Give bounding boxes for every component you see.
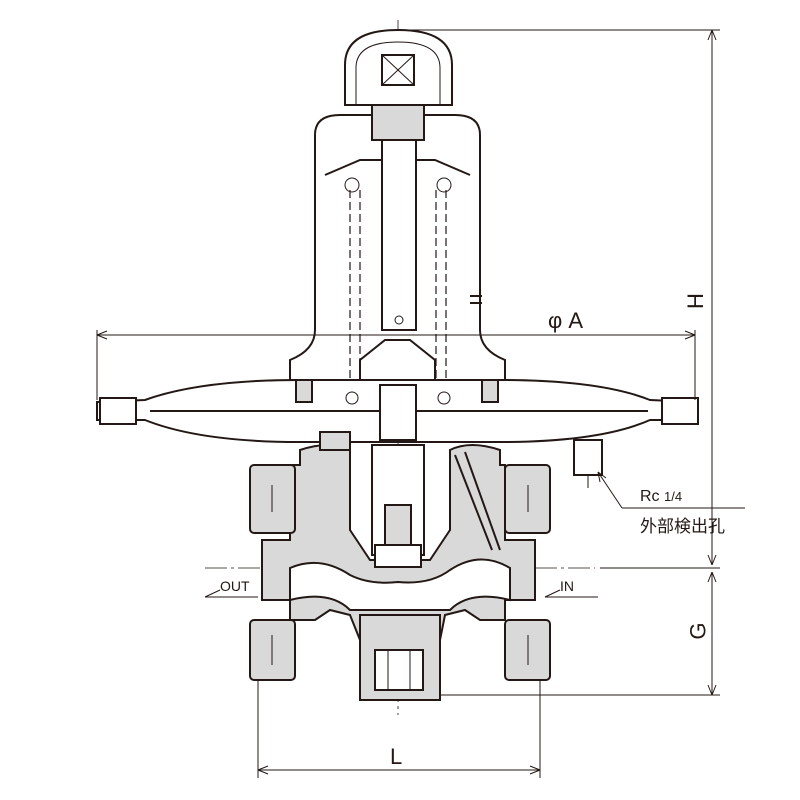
outlet-label: OUT (220, 578, 250, 594)
dim-phi-a-label: φ A (548, 308, 584, 333)
thread-size: 1/4 (664, 489, 683, 504)
sensing-port-thread: Rc 1/4 (640, 488, 682, 506)
dim-g-label: G (685, 622, 711, 640)
case-bolt-right (661, 397, 699, 425)
spring-bonnet (289, 99, 506, 441)
sensing-port-note: 外部検出孔 (640, 517, 725, 537)
sensing-port-leader (597, 471, 623, 509)
inlet-label: IN (560, 578, 574, 594)
diaphragm-plate-hub (359, 339, 436, 381)
flow-passage (289, 558, 511, 611)
sensing-passage (454, 454, 493, 551)
sensing-port-fitting (573, 439, 603, 476)
adjusting-screw (381, 139, 417, 331)
cap (344, 28, 453, 106)
case-bolt-left (99, 397, 137, 425)
dim-l-label: L (390, 744, 403, 769)
valve-body (249, 444, 551, 701)
dimension-lines (96, 29, 745, 778)
dim-h-label: H (682, 293, 708, 309)
thread-type: Rc (640, 488, 660, 505)
valve-disc (374, 544, 422, 568)
bottom-plug-hex (374, 649, 424, 691)
